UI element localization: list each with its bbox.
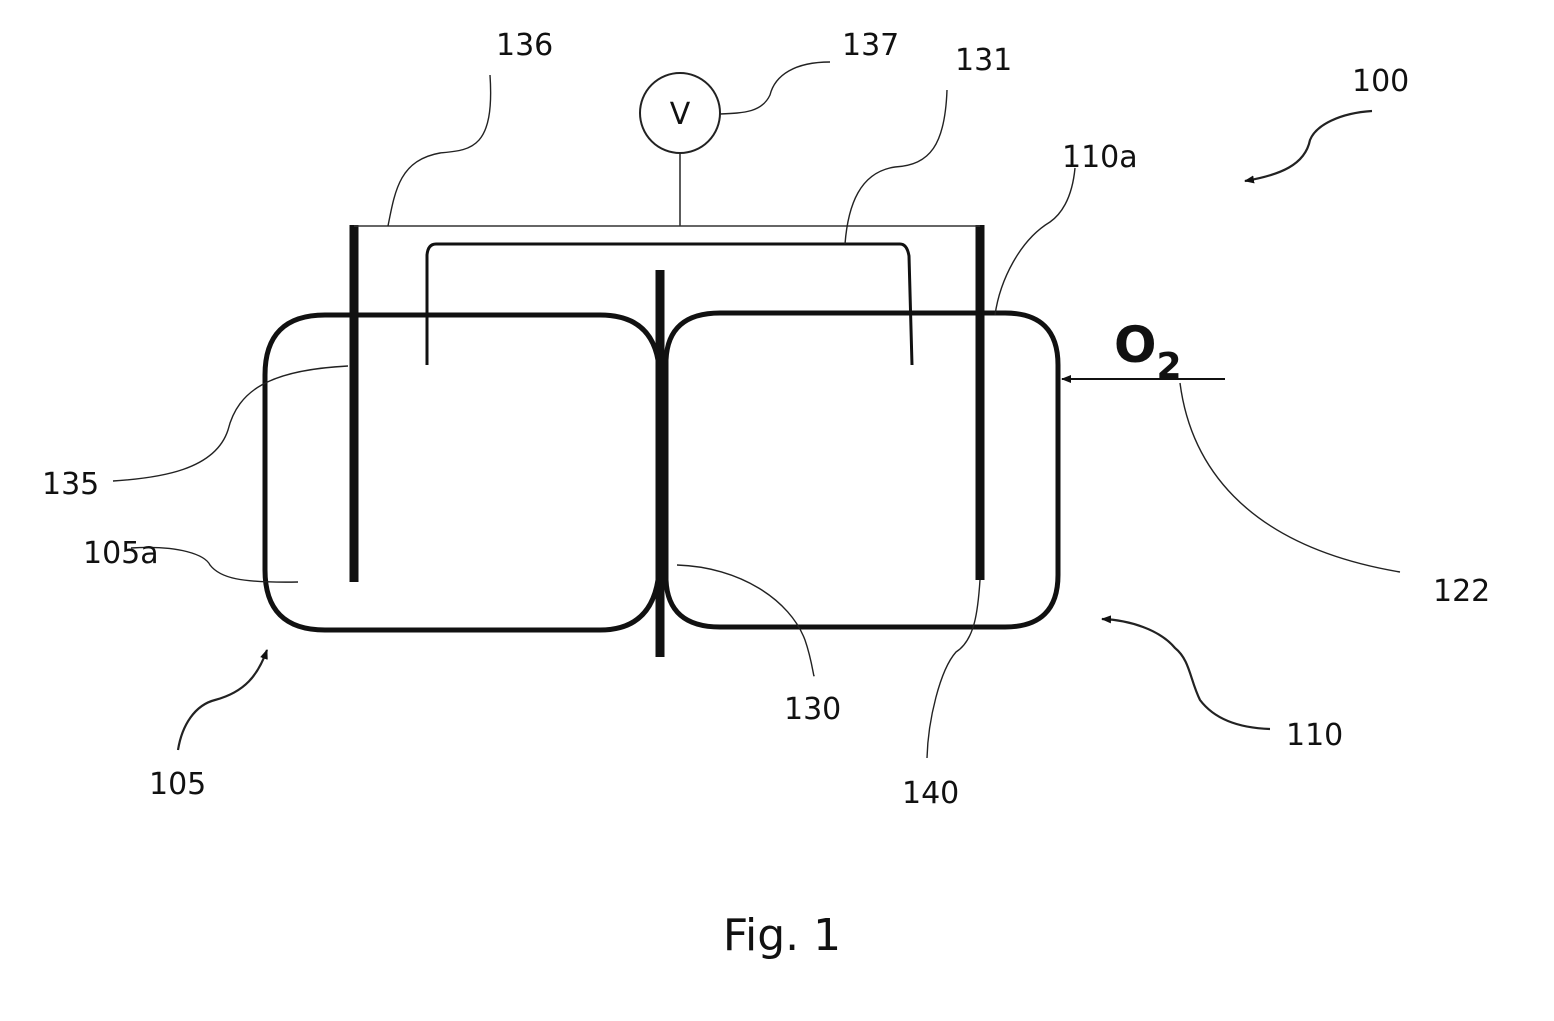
ref-135: 135: [42, 467, 99, 502]
ref-136: 136: [496, 28, 553, 63]
voltmeter-symbol: V: [670, 97, 691, 132]
ref-140: 140: [902, 776, 959, 811]
ref-105a: 105a: [83, 536, 159, 571]
leader-137: [720, 62, 830, 114]
pointer-110: [1102, 619, 1270, 729]
leader-122: [1180, 383, 1400, 572]
ref-130: 130: [784, 692, 841, 727]
leader-130: [677, 565, 814, 676]
first-compartment-vessel: [265, 315, 658, 630]
pointer-100: [1245, 111, 1372, 181]
figure-caption: Fig. 1: [723, 910, 841, 961]
ref-110: 110: [1286, 718, 1343, 753]
ref-105: 105: [149, 767, 206, 802]
ref-131: 131: [955, 43, 1012, 78]
ref-122: 122: [1433, 574, 1490, 609]
pointer-105: [178, 650, 267, 750]
leader-140: [927, 580, 980, 758]
leader-110a: [995, 168, 1075, 315]
leader-136: [388, 75, 491, 226]
leader-135: [113, 366, 348, 481]
ref-137: 137: [842, 28, 899, 63]
ref-100: 100: [1352, 64, 1409, 99]
second-compartment-vessel: [666, 313, 1058, 627]
leader-131: [845, 90, 947, 244]
gas-label: O2: [1114, 316, 1182, 387]
ref-110a: 110a: [1062, 140, 1138, 175]
